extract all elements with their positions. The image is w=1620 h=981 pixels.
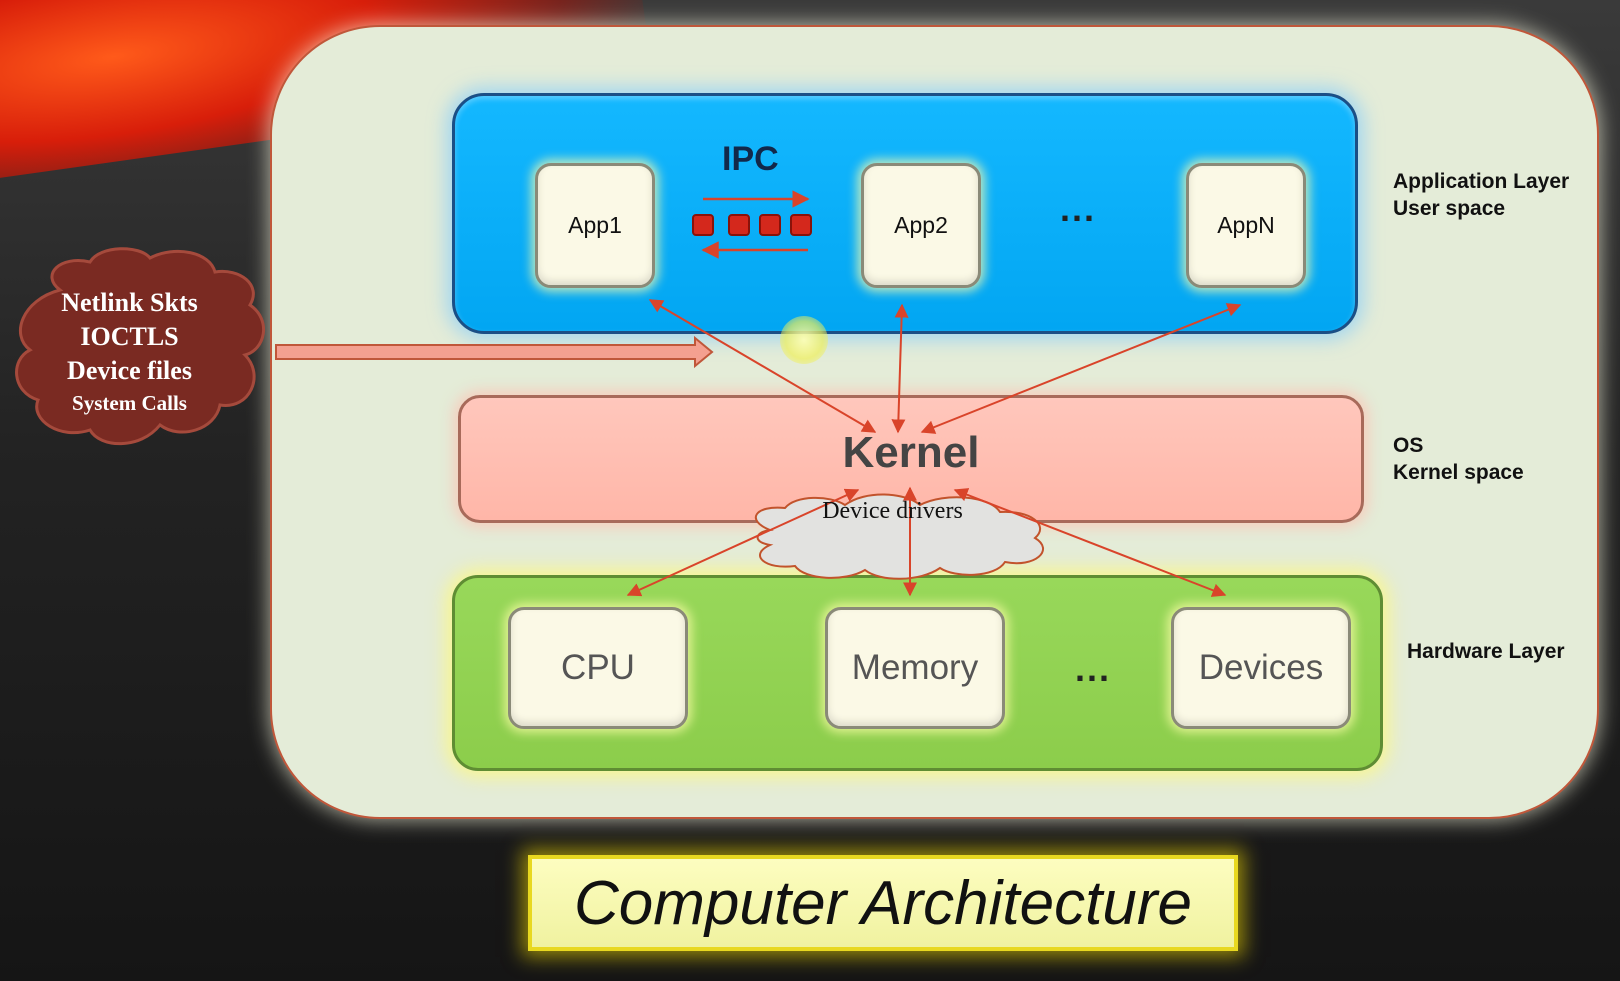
- interface-device-files: Device files: [67, 356, 192, 385]
- hardware-layer-label: Hardware Layer: [1407, 640, 1565, 663]
- cpu-box: CPU: [508, 607, 688, 729]
- apps-ellipsis: ...: [1060, 188, 1097, 229]
- pointer-highlight: [780, 316, 828, 364]
- interface-netlink: Netlink Skts: [61, 288, 198, 317]
- os-label: OS Kernel space: [1393, 432, 1524, 486]
- interface-ioctls: IOCTLS: [80, 322, 179, 351]
- kernel-label: Kernel: [842, 428, 980, 477]
- title-banner: Computer Architecture: [528, 855, 1238, 951]
- diagram-title: Computer Architecture: [574, 868, 1192, 938]
- application-layer-title: Application Layer: [1393, 170, 1570, 193]
- kernel-space-label: Kernel space: [1393, 461, 1524, 484]
- app1-box: App1: [535, 163, 655, 288]
- memory-box: Memory: [825, 607, 1005, 729]
- interfaces-list: Netlink Skts IOCTLS Device files System …: [22, 286, 237, 418]
- application-layer-label: Application Layer User space: [1393, 168, 1569, 222]
- hardware-ellipsis: ...: [1075, 648, 1112, 689]
- user-space-label: User space: [1393, 197, 1506, 220]
- ipc-label: IPC: [722, 140, 779, 178]
- app2-box: App2: [861, 163, 981, 288]
- devices-box: Devices: [1171, 607, 1351, 729]
- appN-box: AppN: [1186, 163, 1306, 288]
- os-title: OS: [1393, 434, 1424, 457]
- device-drivers-label: Device drivers: [822, 498, 963, 524]
- interface-system-calls: System Calls: [72, 391, 187, 415]
